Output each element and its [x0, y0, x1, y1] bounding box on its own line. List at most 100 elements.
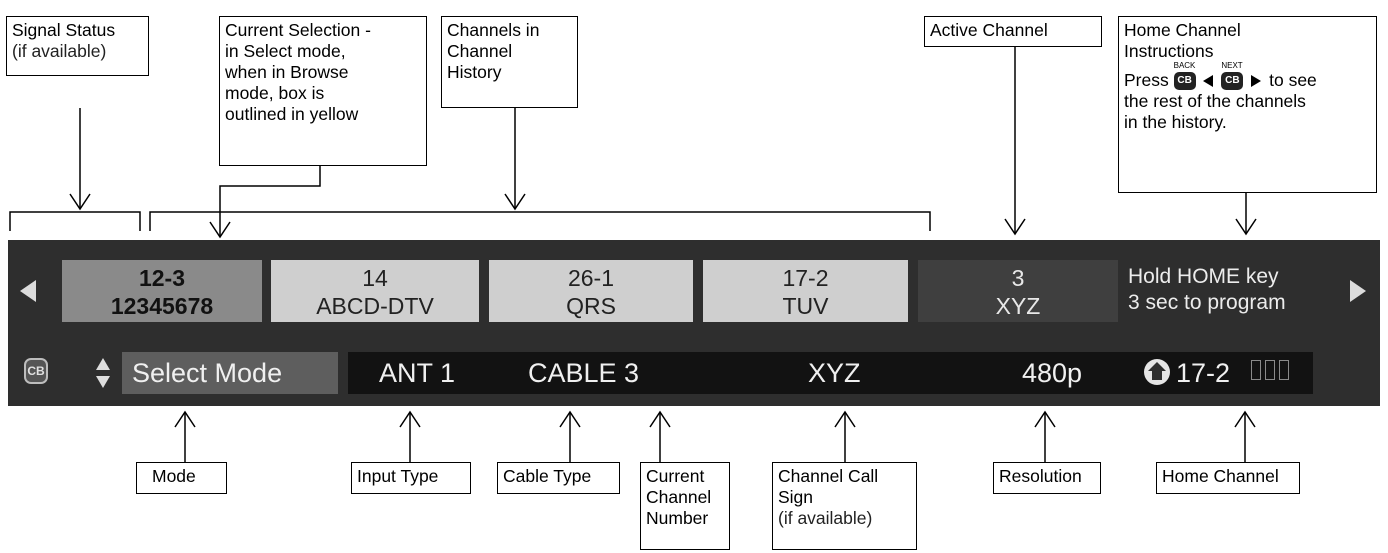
callout-resolution: Resolution — [993, 462, 1101, 494]
selection-arrow-head — [209, 221, 231, 239]
callout-home-instructions: Home Channel Instructions Press BACK CB N… — [1118, 16, 1377, 193]
channel-box-history[interactable]: 26-1 QRS — [489, 260, 693, 322]
current-selection-line: in Select mode, — [225, 41, 346, 61]
callout-input-type: Input Type — [351, 462, 471, 494]
callout-cable-type: Cable Type — [497, 462, 620, 494]
cable-type: CABLE 3 — [528, 358, 640, 388]
callout-home-channel: Home Channel — [1156, 462, 1300, 494]
callout-active-channel: Active Channel — [924, 16, 1102, 47]
up-arrow-icon — [96, 358, 110, 370]
mode-label: Select Mode — [132, 358, 283, 388]
channel-box-history[interactable]: 17-2 TUV — [703, 260, 908, 322]
current-selection-line: Current Selection - — [225, 20, 371, 40]
right-triangle-icon — [1251, 75, 1262, 88]
home-instructions-line: in the history. — [1124, 112, 1227, 132]
current-arrow-head — [649, 410, 671, 428]
cable-arrow-head — [559, 410, 581, 428]
cb-back-icon: BACK CB — [1173, 61, 1196, 91]
up-down-arrows-icon[interactable] — [96, 356, 110, 392]
channels-history-line: Channels in — [447, 20, 540, 40]
current-selection-line: mode, box is — [225, 83, 325, 103]
selection-arrow-line — [219, 165, 321, 237]
current-channel-line: Current — [646, 466, 705, 486]
home-channel-title: Home Channel — [1162, 466, 1279, 486]
left-arrow-icon[interactable] — [20, 280, 36, 302]
current-selection-line: outlined in yellow — [225, 104, 359, 124]
active-arrow-head — [1004, 218, 1026, 236]
homech-arrow-head — [1234, 410, 1256, 428]
channel-name: 12345678 — [110, 293, 214, 319]
call-sign-line: Sign — [778, 487, 814, 507]
channel-name: ABCD-DTV — [316, 293, 434, 319]
mode-arrow-head — [174, 410, 196, 428]
press-label: Press — [1124, 70, 1169, 90]
channel-number: 14 — [362, 265, 388, 291]
callsign-arrow-head — [834, 410, 856, 428]
current-channel-line: Number — [646, 508, 709, 528]
home-instructions-line: 3 sec to program — [1128, 291, 1286, 314]
home-instructions-press-row: Press BACK CB NEXT CB to see — [1124, 61, 1371, 91]
current-channel-line: Channel — [646, 487, 712, 507]
left-triangle-icon — [1203, 75, 1214, 88]
down-arrow-icon — [96, 376, 110, 388]
signal-arrow-head — [69, 193, 91, 211]
channel-box-history[interactable]: 14 ABCD-DTV — [271, 260, 479, 322]
home-icon — [1144, 359, 1170, 385]
home-channel: 17-2 — [1176, 358, 1231, 388]
cb-back-label: CB — [1177, 75, 1192, 87]
callout-mode: Mode — [136, 462, 227, 494]
channel-banner: 12-3 12345678 14 ABCD-DTV 26-1 QRS 17-2 … — [8, 240, 1380, 406]
callout-current-selection: Current Selection - in Select mode, when… — [219, 16, 427, 166]
channels-history-line: Channel — [447, 41, 513, 61]
cb-next-icon: NEXT CB — [1221, 61, 1244, 91]
home-instructions-line: the rest of the channels — [1124, 91, 1306, 111]
home-instructions-line: Hold HOME key — [1128, 265, 1279, 288]
home-channel-slot — [1265, 360, 1275, 380]
signal-status-title: Signal Status — [12, 20, 116, 40]
input-type-title: Input Type — [357, 466, 439, 486]
cable-type-title: Cable Type — [503, 466, 592, 486]
channel-number: 26-1 — [567, 265, 615, 291]
input-arrow-head — [399, 410, 421, 428]
call-sign-sub: (if available) — [778, 508, 873, 528]
channels-history-line: History — [447, 62, 502, 82]
callout-signal-status: Signal Status (if available) — [6, 16, 149, 76]
mode-title: Mode — [152, 466, 196, 486]
mode-box[interactable] — [122, 352, 338, 394]
resolution-arrow-head — [1034, 410, 1056, 428]
home-instr-arrow-head — [1235, 218, 1257, 236]
home-channel-slot — [1251, 360, 1261, 380]
home-instructions-line: Instructions — [1124, 41, 1214, 61]
input-type: ANT 1 — [379, 358, 456, 388]
channel-name: TUV — [782, 293, 829, 319]
signal-status-sub: (if available) — [12, 41, 107, 61]
cb-icon[interactable]: CB — [24, 358, 48, 384]
home-channel-slot — [1279, 360, 1289, 380]
channel-row: 12-3 12345678 14 ABCD-DTV 26-1 QRS 17-2 … — [8, 240, 1380, 340]
cb-next-label: CB — [1225, 75, 1240, 87]
call-sign: XYZ — [808, 358, 861, 388]
resolution-title: Resolution — [999, 466, 1082, 486]
signal-bracket — [9, 211, 141, 231]
right-arrow-icon[interactable] — [1350, 280, 1366, 302]
call-sign-line: Channel Call — [778, 466, 879, 486]
active-channel-title: Active Channel — [930, 20, 1048, 40]
home-instructions-text: Hold HOME key 3 sec to program — [1128, 264, 1286, 316]
channels-bracket — [149, 211, 931, 231]
status-row: CB Select Mode ANT 1 CABLE 3 XYZ 480p 17… — [8, 342, 1380, 406]
back-label: BACK — [1173, 61, 1196, 71]
channel-number: 17-2 — [782, 265, 829, 291]
home-instructions-line: Home Channel — [1124, 20, 1241, 40]
to-see-label: to see — [1269, 70, 1317, 90]
callout-current-channel-number: Current Channel Number — [640, 462, 730, 550]
callout-channels-history: Channels in Channel History — [441, 16, 578, 108]
current-selection-line: when in Browse — [225, 62, 349, 82]
callout-channel-call-sign: Channel Call Sign (if available) — [772, 462, 917, 550]
resolution: 480p — [1022, 358, 1083, 388]
channel-box-active[interactable]: 3 XYZ — [918, 260, 1118, 322]
channel-box-selected[interactable]: 12-3 12345678 — [62, 260, 262, 322]
channel-name: XYZ — [995, 293, 1041, 319]
next-label: NEXT — [1221, 61, 1243, 71]
channel-number: 3 — [1011, 265, 1025, 291]
